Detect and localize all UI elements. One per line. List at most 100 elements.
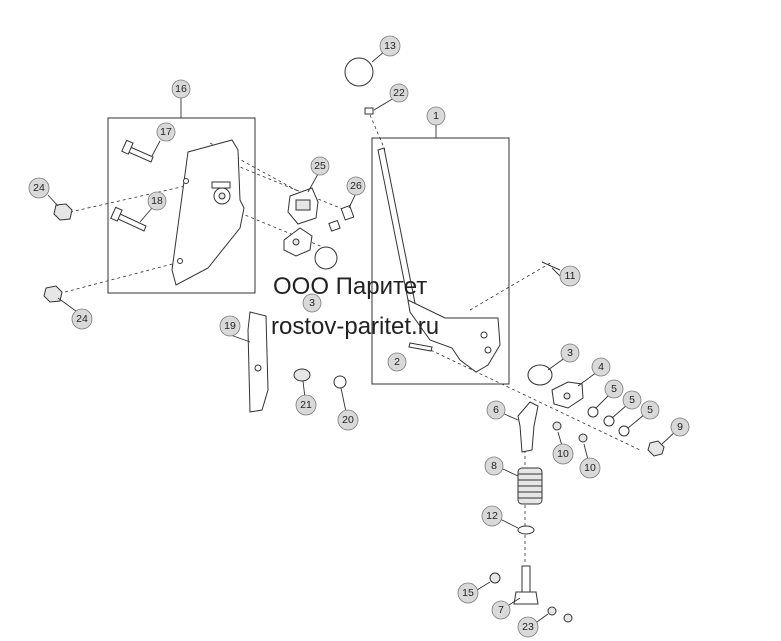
svg-text:5: 5: [647, 404, 653, 416]
callout-5b: 5: [622, 390, 642, 410]
svg-text:24: 24: [33, 182, 45, 194]
nut-15-part: [489, 572, 501, 584]
svg-text:5: 5: [611, 383, 617, 395]
svg-text:20: 20: [342, 414, 354, 426]
svg-text:4: 4: [598, 361, 604, 373]
bolt-17-part: [121, 139, 154, 163]
pin-part: [408, 342, 433, 352]
leader-lines: [47, 50, 677, 623]
washer-20-part: [333, 375, 347, 389]
nut-23a-part: [547, 606, 557, 616]
svg-text:3: 3: [567, 347, 573, 359]
callout-7: 7: [491, 600, 511, 620]
callout-24b: 24: [71, 308, 93, 330]
svg-text:24: 24: [76, 313, 88, 325]
washer-5c-part: [618, 425, 630, 437]
callout-20: 20: [337, 409, 359, 431]
watermark-url: rostov-paritet.ru: [271, 313, 439, 340]
pedal-hole: [254, 364, 262, 372]
svg-text:10: 10: [584, 462, 596, 474]
nut-23b-part: [563, 613, 573, 623]
screw-26a-part: [340, 205, 355, 221]
callout-25: 25: [310, 156, 330, 176]
svg-text:26: 26: [350, 180, 362, 192]
screw-26b-part: [328, 219, 341, 232]
lever-assembly-part: [377, 147, 501, 373]
svg-text:12: 12: [486, 510, 498, 522]
washer-5b-part: [603, 415, 615, 427]
svg-text:15: 15: [462, 587, 474, 599]
svg-text:17: 17: [160, 126, 172, 138]
callout-22: 22: [389, 83, 409, 103]
callout-24a: 24: [28, 177, 50, 199]
disc-3-part: [527, 364, 553, 386]
cam-plate-part: [283, 227, 313, 257]
callout-23: 23: [517, 616, 539, 638]
callout-5c: 5: [640, 400, 660, 420]
svg-text:10: 10: [557, 448, 569, 460]
svg-text:18: 18: [151, 195, 163, 207]
svg-text:6: 6: [493, 404, 499, 416]
sleeve-6-part: [517, 401, 539, 453]
svg-text:13: 13: [384, 40, 396, 52]
callout-9: 9: [670, 417, 690, 437]
callout-11: 11: [559, 265, 581, 287]
callout-12: 12: [481, 505, 503, 527]
nut-10b-part: [578, 433, 588, 443]
nut-9-part: [647, 440, 665, 457]
svg-text:2: 2: [394, 356, 400, 368]
svg-text:7: 7: [498, 604, 504, 616]
svg-text:5: 5: [629, 394, 635, 406]
svg-text:19: 19: [224, 320, 236, 332]
shaft-7-part: [513, 565, 539, 605]
svg-text:9: 9: [677, 421, 683, 433]
washer-5a-part: [587, 406, 599, 418]
callout-16: 16: [171, 79, 191, 99]
callout-4: 4: [591, 357, 611, 377]
callout-5a: 5: [604, 379, 624, 399]
nut-10a-part: [552, 421, 562, 431]
callout-19: 19: [219, 315, 241, 337]
pedal-part: [247, 311, 269, 413]
callout-3b: 3: [560, 343, 580, 363]
svg-text:22: 22: [393, 87, 405, 99]
callout-17: 17: [156, 122, 176, 142]
svg-text:3: 3: [309, 297, 315, 309]
set-screw-part: [364, 107, 374, 115]
callout-3a: 3: [302, 293, 322, 313]
washer-3-part: [314, 246, 338, 270]
callout-1: 1: [426, 106, 446, 126]
callout-21: 21: [295, 394, 317, 416]
callout-2: 2: [387, 352, 407, 372]
watermark: ООО Паритет rostov-paritet.ru: [271, 273, 439, 340]
svg-text:11: 11: [565, 270, 576, 282]
callout-10b: 10: [579, 457, 601, 479]
group-frame-16: [107, 117, 256, 294]
callout-13: 13: [379, 35, 401, 57]
svg-text:8: 8: [491, 460, 497, 472]
callout-10a: 10: [552, 443, 574, 465]
callout-15: 15: [457, 582, 479, 604]
hex-bolt-24a-part: [53, 203, 73, 221]
svg-text:25: 25: [314, 160, 326, 172]
spring-8-part: [517, 467, 543, 505]
callout-18: 18: [147, 191, 167, 211]
bolt-18-part: [110, 206, 147, 232]
svg-text:16: 16: [175, 83, 187, 95]
callout-26: 26: [346, 176, 366, 196]
washer-12-part: [517, 525, 535, 535]
callout-6: 6: [486, 400, 506, 420]
clamp-bracket-part: [287, 187, 319, 225]
cotter-pin-part: [541, 261, 561, 271]
hex-bolt-24b-part: [43, 285, 63, 303]
svg-text:1: 1: [433, 110, 439, 122]
svg-text:23: 23: [522, 621, 534, 633]
knob-part: [344, 57, 374, 87]
callout-8: 8: [484, 456, 504, 476]
bushing-part: [293, 368, 311, 382]
bracket-plate-part: [171, 139, 245, 286]
svg-text:21: 21: [300, 399, 312, 411]
watermark-company: ООО Паритет: [273, 273, 427, 300]
group-frame-1: [371, 137, 510, 385]
